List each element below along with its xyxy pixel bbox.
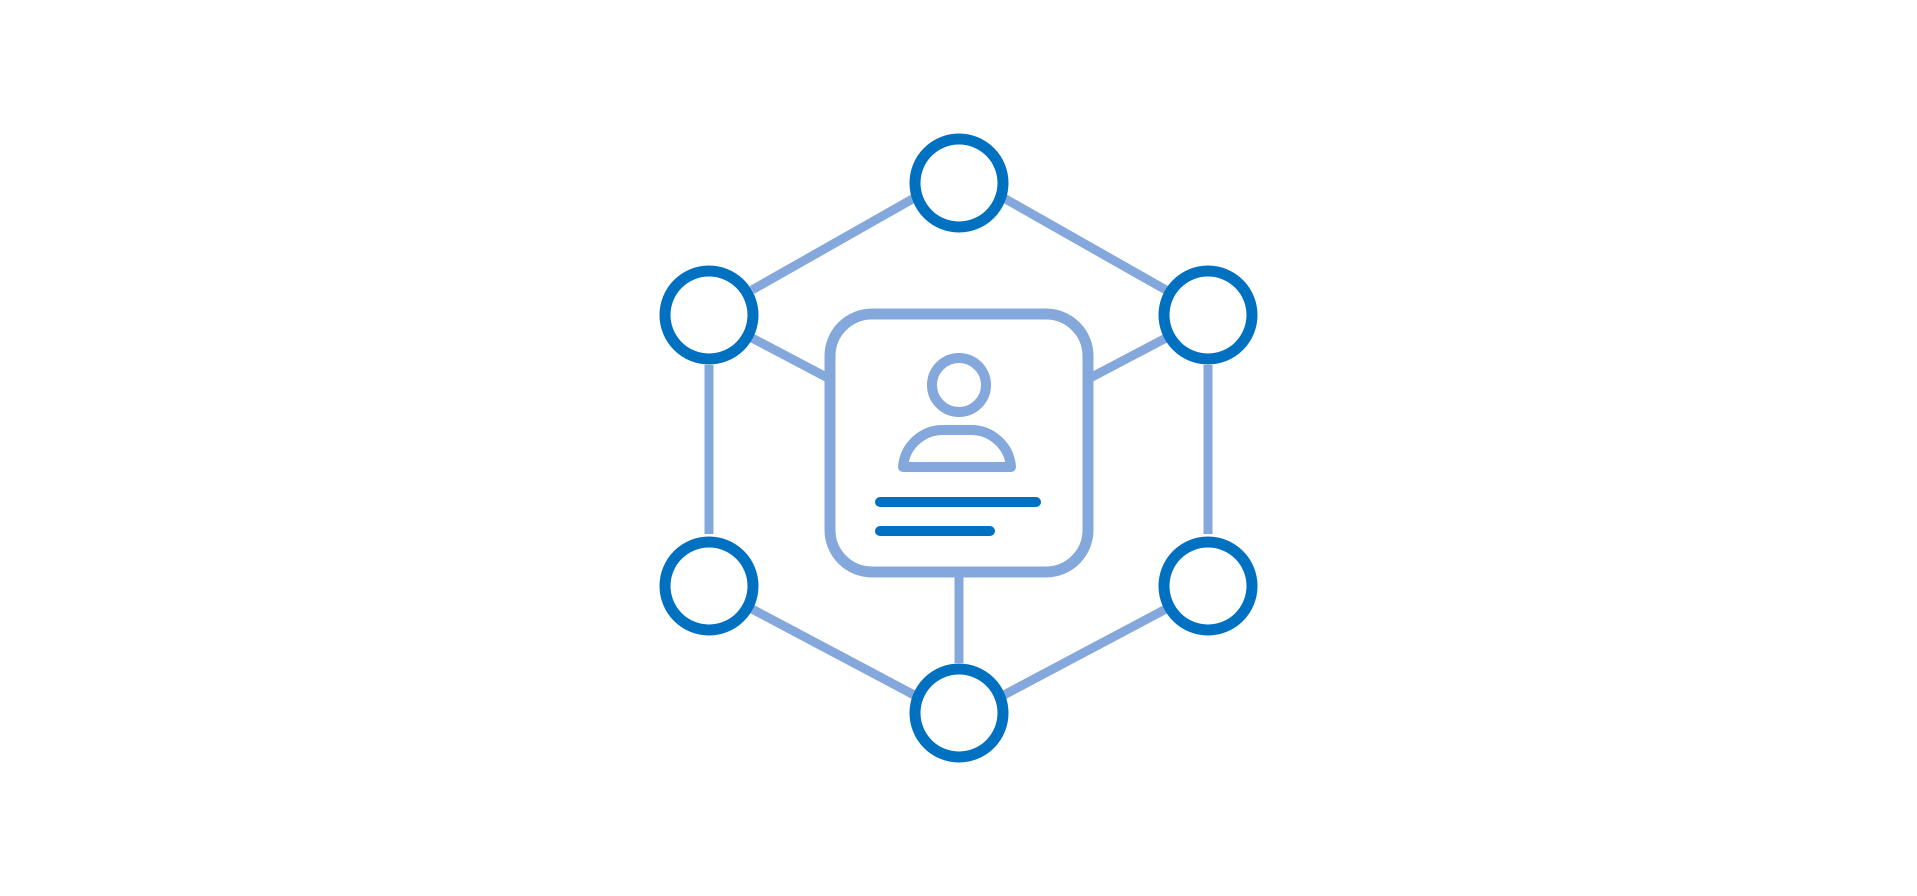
node-bottom-icon: [909, 663, 1009, 763]
central-card: [824, 308, 1094, 578]
node-lower-right-icon: [1158, 536, 1258, 636]
card-text-lines: [875, 497, 1041, 536]
user-head-icon: [927, 353, 991, 417]
user-body-icon: [898, 424, 1016, 472]
card-frame: [824, 308, 1094, 578]
connector-upper-left-card: [749, 334, 831, 382]
connector-lower-left-bottom: [749, 605, 919, 700]
connector-top-upper-left: [749, 193, 919, 294]
connector-lower-right-bottom: [999, 605, 1169, 700]
connectors: [704, 193, 1213, 700]
user-profile-icon: [898, 353, 1016, 472]
node-top-icon: [909, 133, 1009, 233]
connector-top-upper-right: [999, 193, 1169, 294]
node-upper-right-icon: [1158, 265, 1258, 365]
nodes: [659, 133, 1258, 763]
node-lower-left-icon: [659, 536, 759, 636]
connector-upper-right-card: [1087, 334, 1169, 382]
node-upper-left-icon: [659, 265, 759, 365]
